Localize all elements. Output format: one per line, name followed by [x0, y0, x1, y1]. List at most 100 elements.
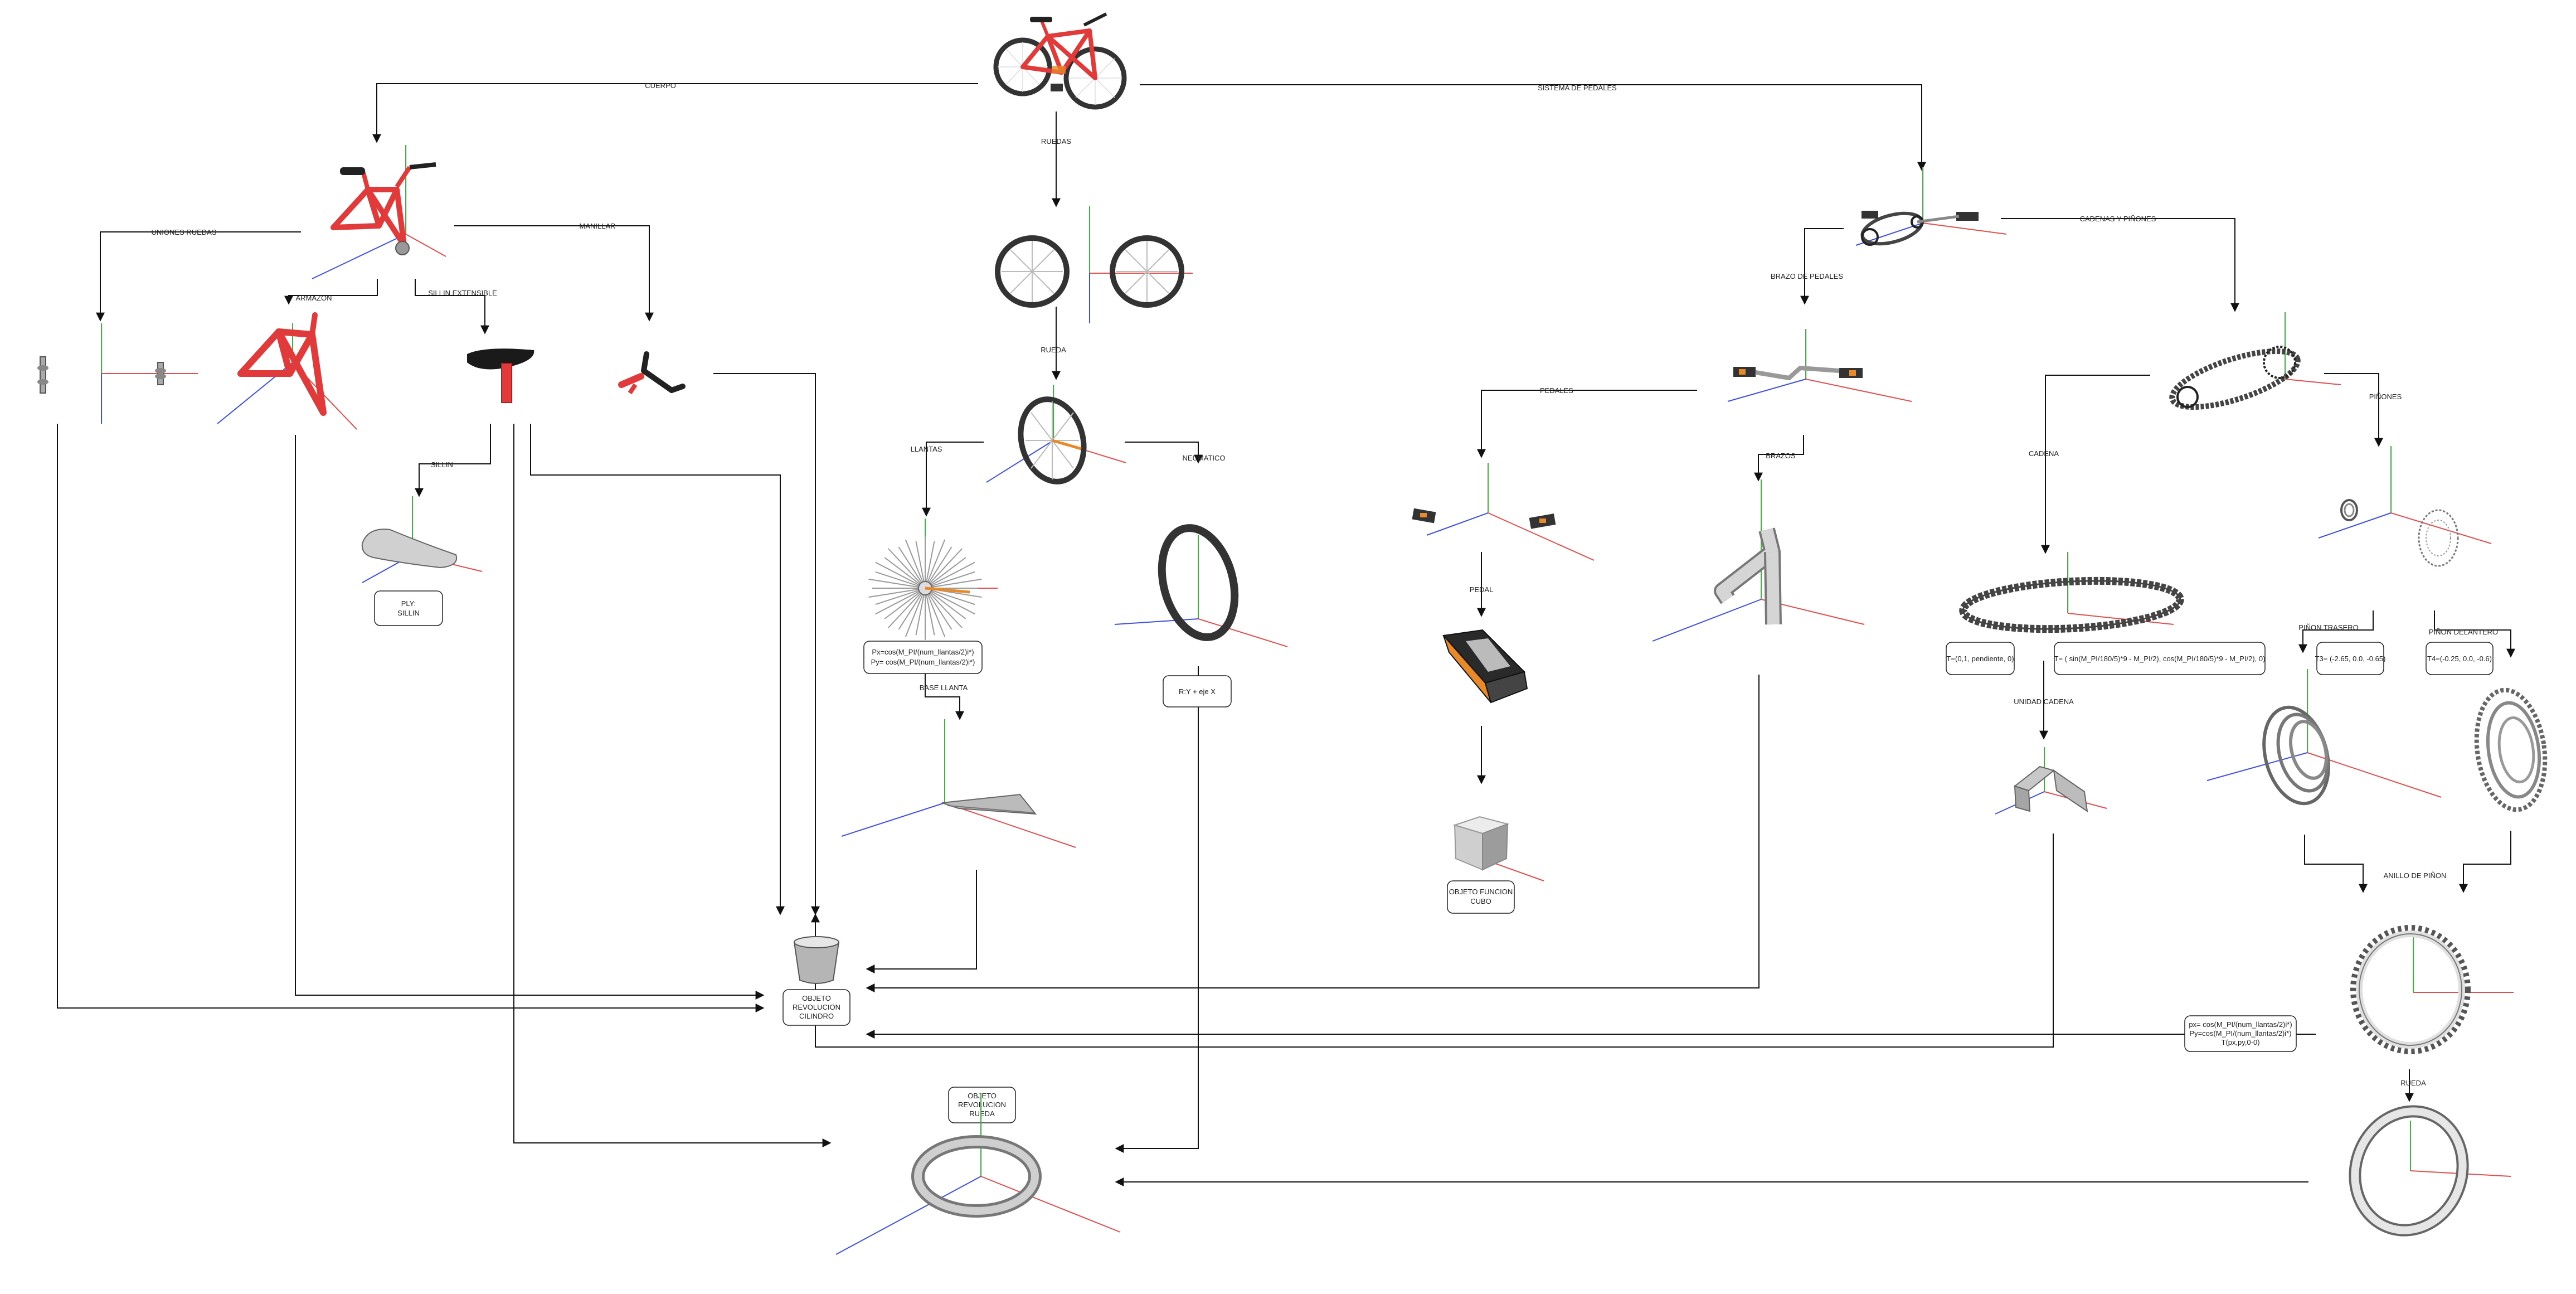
- box-pinon-t4: T4=(-0.25, 0.0, -0.6): [2426, 642, 2493, 675]
- armazon-render: [217, 315, 357, 429]
- rueda-render: [986, 385, 1126, 489]
- label-ruedas: RUEDAS: [1041, 137, 1072, 146]
- label-rueda-final: RUEDA: [2400, 1079, 2426, 1087]
- label-rueda: RUEDA: [1041, 346, 1066, 354]
- pinon-delantero-render: [2470, 686, 2553, 815]
- box-cadena-t2: T= ( sin(M_PI/180/5)*9 - M_PI/2), cos(M_…: [2054, 642, 2266, 675]
- label-pinones: PIÑONES: [2369, 392, 2402, 401]
- label-sistema-pedales: SISTEMA DE PEDALES: [1538, 84, 1617, 92]
- label-sillin: SILLIN: [431, 461, 453, 469]
- svg-text:OBJETO: OBJETO: [968, 1092, 997, 1100]
- label-pedal: PEDAL: [1470, 585, 1494, 594]
- svg-text:px= cos(M_PI/(num_llantas/2)i*: px= cos(M_PI/(num_llantas/2)i*): [2189, 1020, 2292, 1029]
- label-base-llanta: BASE LLANTA: [920, 684, 968, 692]
- anillo-pinon-render: [2355, 925, 2514, 1050]
- edge-sillin-cilindro: [531, 424, 780, 914]
- label-pinon-trasero: PIÑON TRASERO: [2298, 623, 2358, 632]
- svg-text:CUBO: CUBO: [1470, 897, 1491, 905]
- edge-cadena: [2045, 375, 2150, 553]
- svg-text:REVOLUCION: REVOLUCION: [958, 1101, 1006, 1109]
- edge-base-cilindro: [867, 870, 976, 969]
- svg-text:OBJETO FUNCION: OBJETO FUNCION: [1449, 888, 1513, 896]
- cadenas-pinones-render: [2166, 312, 2341, 419]
- edge-brazo-pedales: [1805, 229, 1844, 304]
- edge-manillar: [454, 226, 649, 321]
- manillar-render: [621, 354, 683, 393]
- brazos-render: [1652, 479, 1864, 641]
- cuerpo-render: [312, 145, 446, 279]
- svg-text:RUEDA: RUEDA: [969, 1109, 995, 1118]
- sillin-ply-render: [362, 496, 482, 583]
- edge-cuerpo: [377, 84, 978, 142]
- label-cadena: CADENA: [2029, 449, 2059, 458]
- svg-text:Px=cos(M_PI/(num_llantas/2)i*): Px=cos(M_PI/(num_llantas/2)i*): [872, 648, 974, 656]
- pinones-render: [2319, 446, 2491, 566]
- box-objeto-revolucion-cilindro: OBJETO REVOLUCION CILINDRO: [783, 990, 850, 1025]
- svg-text:T4=(-0.25, 0.0, -0.6): T4=(-0.25, 0.0, -0.6): [2427, 655, 2492, 663]
- box-ply-sillin: PLY: SILLIN: [375, 591, 443, 626]
- edges: [57, 84, 2511, 1182]
- svg-text:T= ( sin(M_PI/180/5)*9 - M_PI/: T= ( sin(M_PI/180/5)*9 - M_PI/2), cos(M_…: [2054, 655, 2266, 663]
- svg-text:R:Y + eje X: R:Y + eje X: [1179, 687, 1216, 696]
- edge-cadenas-pinones: [2001, 219, 2235, 311]
- svg-text:Py=cos(M_PI/(num_llantas/2)i*): Py=cos(M_PI/(num_llantas/2)i*): [2189, 1029, 2291, 1038]
- pedales-render: [1412, 463, 1594, 560]
- brazo-pedales-render: [1728, 329, 1912, 401]
- label-armazon: ARMAZON: [296, 294, 332, 302]
- base-llanta-render: [842, 719, 1076, 847]
- pinon-trasero-render: [2207, 669, 2441, 811]
- sistema-pedales-render: [1856, 167, 2006, 249]
- uniones-ruedas-render: [37, 323, 198, 424]
- label-neumatico: NEUMATICO: [1182, 454, 1225, 462]
- label-brazo-pedales: BRAZO DE PEDALES: [1771, 272, 1843, 280]
- edge-pinones: [2324, 374, 2379, 446]
- edge-sillin-extensible: [415, 279, 485, 333]
- text-boxes: PLY: SILLIN Px=cos(M_PI/(num_llantas/2)i…: [375, 591, 2493, 1123]
- edge-base-llanta: [925, 672, 960, 719]
- label-pinon-delantero: PIÑON DELANTERO: [2429, 628, 2498, 636]
- box-pinon-t3: T3= (-2.65, 0.0, -0.65): [2315, 642, 2386, 675]
- box-objeto-revolucion-rueda: OBJETO REVOLUCION RUEDA: [949, 1087, 1015, 1123]
- label-llantas: LLANTAS: [911, 445, 942, 453]
- edge-brazos-cilindro: [867, 675, 1759, 988]
- label-pedales: PEDALES: [1540, 386, 1573, 395]
- edge-uniones-ruedas: [100, 232, 301, 321]
- label-cuerpo: CUERPO: [645, 81, 676, 90]
- label-manillar: MANILLAR: [579, 222, 615, 230]
- edge-sistema-pedales: [1140, 85, 1922, 170]
- edge-anillo-delantero: [2463, 831, 2511, 892]
- box-neumatico-formula: R:Y + eje X: [1163, 676, 1231, 707]
- svg-text:T(px,py,0-0): T(px,py,0-0): [2221, 1038, 2259, 1046]
- svg-text:CILINDRO: CILINDRO: [799, 1012, 834, 1020]
- label-sillin-extensible: SILLIN EXTENSIBLE: [428, 289, 497, 297]
- cilindro-render: [794, 937, 839, 983]
- edge-uniones-cilindro: [57, 424, 764, 1008]
- label-uniones-ruedas: UNIONES RUEDAS: [151, 228, 216, 236]
- label-cadenas-pinones: CADENAS Y PIÑONES: [2080, 215, 2156, 223]
- unidad-cadena-render: [1995, 747, 2107, 814]
- sillin-extensible-render: [467, 348, 534, 403]
- box-objeto-funcion-cubo: OBJETO FUNCION CUBO: [1447, 881, 1514, 913]
- cubo-render: [1455, 817, 1544, 881]
- edge-sillin-rueda: [514, 424, 830, 1143]
- rueda-final-render: [2339, 1096, 2511, 1245]
- label-brazos: BRAZOS: [1766, 452, 1796, 460]
- edge-neumatico-rueda: [1116, 666, 1198, 1148]
- svg-text:SILLIN: SILLIN: [397, 609, 420, 617]
- edge-pedales: [1481, 390, 1697, 457]
- edge-armazon-cilindro: [295, 435, 764, 995]
- edge-unidad-cilindro: [815, 833, 2053, 1047]
- bicycle-render: [996, 14, 1124, 107]
- edge-manillar-cilindro: [713, 374, 815, 914]
- svg-text:T3= (-2.65, 0.0, -0.65): T3= (-2.65, 0.0, -0.65): [2315, 655, 2386, 663]
- neumatico-render: [1115, 520, 1287, 647]
- svg-text:PLY:: PLY:: [401, 599, 416, 608]
- llantas-render: [869, 518, 998, 640]
- edge-anillo-trasero: [2305, 835, 2363, 892]
- renders: [37, 14, 2552, 1254]
- edge-sillin: [419, 424, 490, 496]
- box-anillo-formula: px= cos(M_PI/(num_llantas/2)i*) Py=cos(M…: [2185, 1016, 2296, 1051]
- svg-text:OBJETO: OBJETO: [802, 994, 831, 1002]
- svg-text:T=(0,1, pendiente, 0): T=(0,1, pendiente, 0): [1946, 655, 2014, 663]
